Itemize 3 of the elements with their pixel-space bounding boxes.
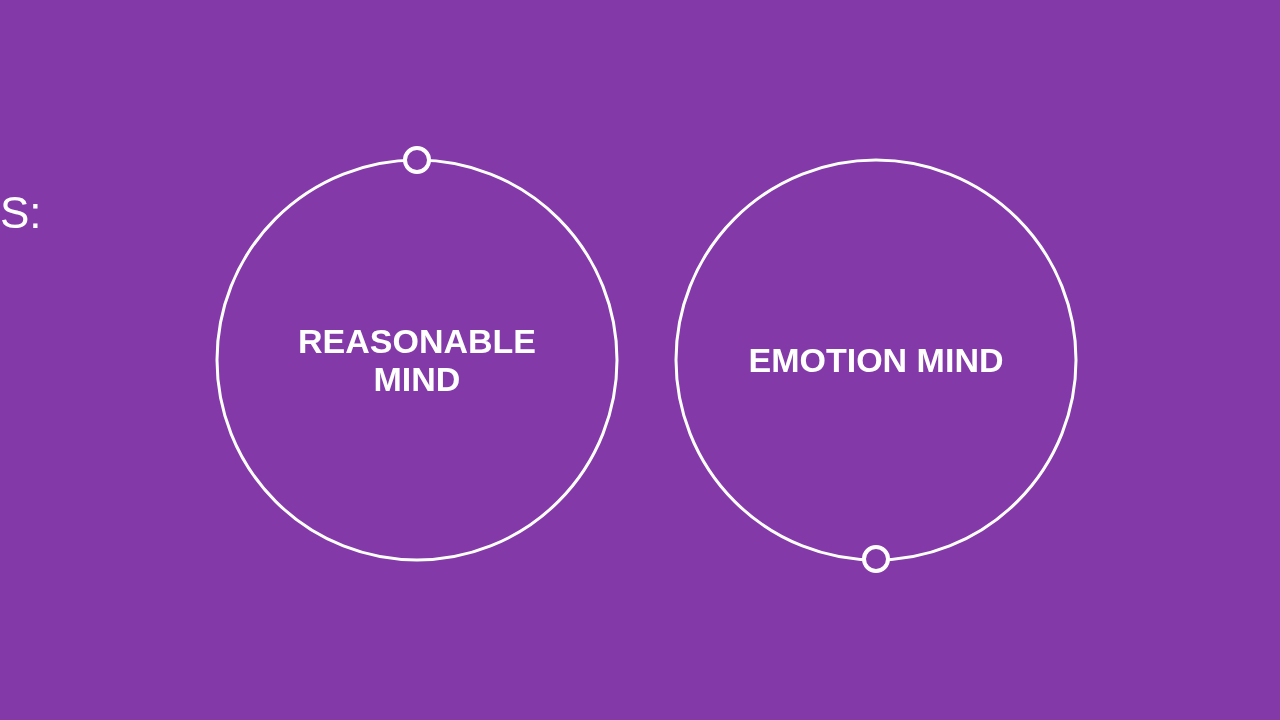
- heading-fragment: S:: [0, 188, 42, 238]
- node-label: REASONABLE MIND: [297, 322, 537, 398]
- node-label: EMOTION MIND: [747, 341, 1005, 379]
